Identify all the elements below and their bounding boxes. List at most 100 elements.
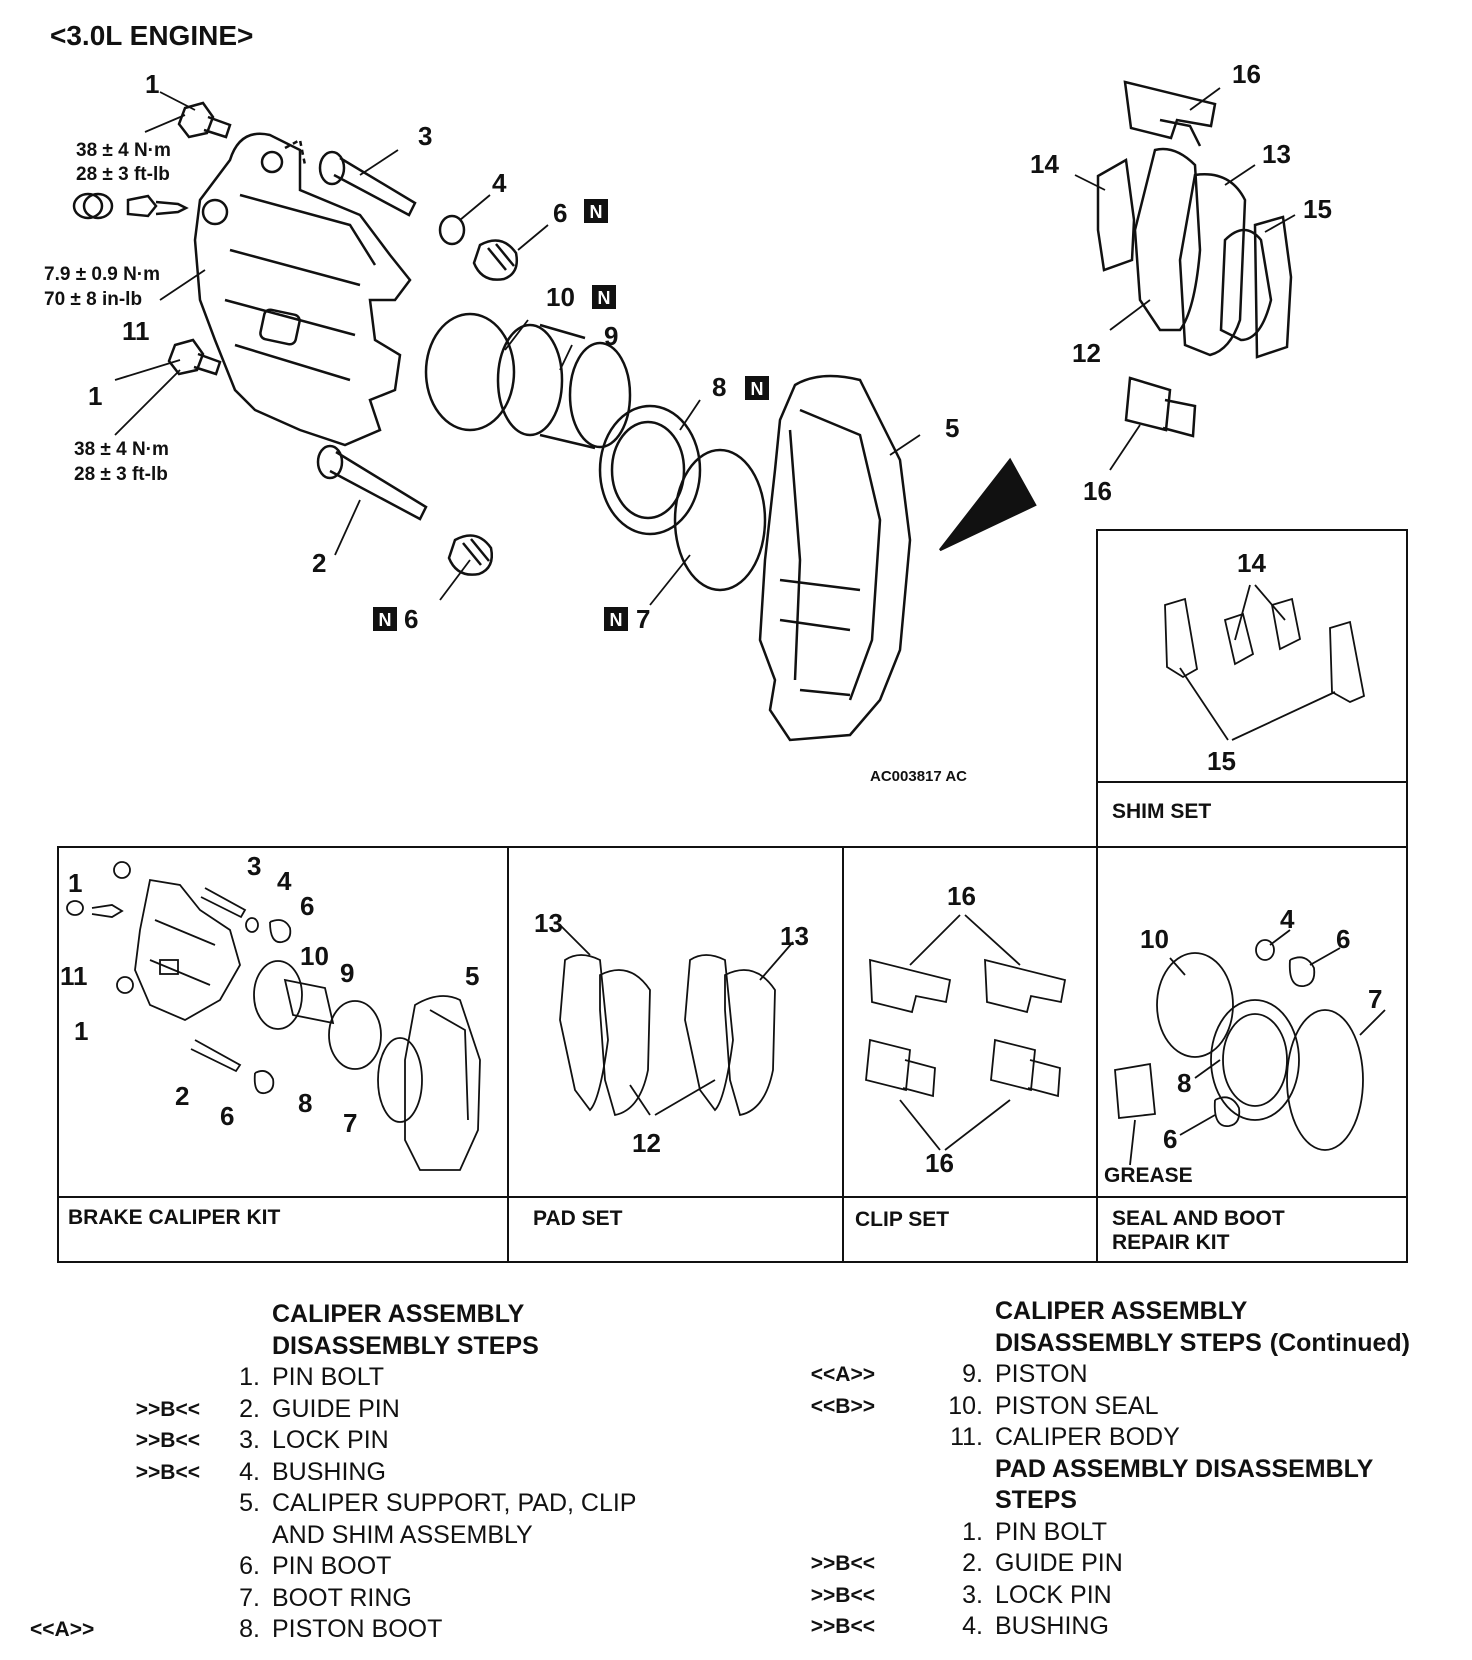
right-steps-list: CALIPER ASSEMBLY DISASSEMBLY STEPS (Cont…: [795, 1296, 1410, 1643]
callout-6-upper: 6: [553, 198, 567, 228]
step-number: 1.: [239, 1363, 260, 1391]
callout-7: 7: [636, 604, 650, 634]
bck-callout-8: 8: [298, 1088, 312, 1118]
torque-bleeder-inlb: 70 ± 8 in-lb: [44, 289, 142, 310]
pad-drawing: [1133, 147, 1273, 357]
step-item: >>B<< 3. LOCK PIN: [795, 1580, 1410, 1612]
step-item: 1. PIN BOLT: [0, 1362, 636, 1394]
step-marker: >>B<<: [810, 1583, 875, 1607]
step-text: PISTON: [995, 1360, 1088, 1388]
step-item: AND SHIM ASSEMBLY: [0, 1520, 636, 1552]
new-marker-6-lower: N: [379, 610, 392, 630]
step-text: CALIPER BODY: [995, 1423, 1180, 1451]
step-marker: [0, 1583, 200, 1615]
callout-8: 8: [712, 372, 726, 402]
step-item: 1.PIN BOLT: [795, 1517, 1410, 1549]
step-item: 6.PIN BOOT: [0, 1551, 636, 1583]
step-number: 10.: [948, 1391, 983, 1420]
step-number: 7.: [239, 1583, 260, 1612]
step-text: PIN BOLT: [995, 1517, 1108, 1546]
bck-callout-1-upper: 1: [68, 868, 82, 898]
pin-bolt-drawing: [167, 101, 232, 376]
callout-11: 11: [122, 316, 150, 346]
seal-callout-4: 4: [1280, 904, 1295, 934]
step-marker: <<A>>: [30, 1618, 95, 1641]
step-item: <<B>> 10. PISTON SEAL: [795, 1391, 1410, 1423]
step-number: 3.: [962, 1580, 983, 1609]
callout-16-lower: 16: [1083, 476, 1112, 506]
bck-callout-4: 4: [277, 866, 292, 896]
right-steps-heading2-suffix: (Continued): [1269, 1328, 1410, 1357]
callout-6-lower: 6: [404, 604, 418, 634]
torque-bleeder-nm: 7.9 ± 0.9 N·m: [44, 264, 160, 285]
step-marker: [0, 1551, 200, 1583]
step-text: BUSHING: [995, 1612, 1109, 1640]
new-marker-10: N: [598, 288, 611, 308]
step-text: PISTON SEAL: [995, 1391, 1159, 1420]
clip-drawing: [1123, 80, 1217, 438]
step-item: >>B<<2.GUIDE PIN: [0, 1394, 636, 1426]
step-number: 3.: [239, 1426, 260, 1454]
bck-callout-9: 9: [340, 958, 354, 988]
piston-drawing: [496, 323, 632, 450]
step-text: LOCK PIN: [995, 1580, 1112, 1609]
kit-boxes: [57, 529, 1408, 1263]
callout-4: 4: [492, 168, 507, 198]
clip-callout-16-lower: 16: [925, 1148, 954, 1178]
right-steps-heading1: CALIPER ASSEMBLY: [995, 1297, 1248, 1325]
seal-callout-6-upper: 6: [1336, 924, 1350, 954]
step-marker: [0, 1520, 200, 1552]
brake-caliper-kit-label: BRAKE CALIPER KIT: [68, 1206, 281, 1229]
bck-callout-6-upper: 6: [300, 891, 314, 921]
boot-ring-drawing: [673, 448, 767, 592]
callout-9: 9: [604, 321, 618, 351]
piston-boot-drawing: [598, 404, 702, 536]
step-item: >>B<< 3. LOCK PIN: [0, 1425, 636, 1457]
step-text: CALIPER SUPPORT, PAD, CLIP: [272, 1489, 637, 1517]
step-item: 11.CALIPER BODY: [795, 1422, 1410, 1454]
step-marker: [0, 1362, 200, 1394]
step-marker: >>B<<: [135, 1460, 200, 1484]
right-steps-heading3: PAD ASSEMBLY DISASSEMBLY: [995, 1454, 1374, 1483]
left-steps-heading1: CALIPER ASSEMBLY: [272, 1300, 525, 1328]
clip-set-label: CLIP SET: [855, 1208, 949, 1231]
shim-drawing: [1096, 157, 1293, 359]
callout-2: 2: [312, 548, 326, 578]
callout-10: 10: [546, 282, 575, 312]
step-marker: >>B<<: [135, 1397, 200, 1421]
bck-callout-11: 11: [60, 961, 88, 991]
seal-callout-6-lower: 6: [1163, 1124, 1177, 1154]
step-text: PIN BOLT: [272, 1363, 385, 1391]
view-pointer-arrow: [939, 457, 1037, 552]
callout-1-upper: 1: [145, 69, 159, 99]
step-text: LOCK PIN: [272, 1426, 389, 1454]
step-marker: [795, 1422, 875, 1454]
step-marker: <<B>>: [810, 1394, 875, 1418]
seal-callout-7: 7: [1368, 984, 1382, 1014]
torque-lower-ftlb: 28 ± 3 ft-lb: [74, 464, 168, 485]
callout-5: 5: [945, 413, 959, 443]
bushing-drawing: [438, 214, 466, 246]
seal-callout-10: 10: [1140, 924, 1169, 954]
callout-14: 14: [1030, 149, 1059, 179]
callout-1-lower: 1: [88, 381, 102, 411]
callout-12: 12: [1072, 338, 1101, 368]
shim-set-drawing: [1164, 584, 1366, 741]
pad-set-label: PAD SET: [533, 1207, 623, 1230]
left-steps-heading2: DISASSEMBLY STEPS: [272, 1331, 539, 1360]
step-number: 6.: [239, 1552, 260, 1580]
page-title: <3.0L ENGINE>: [50, 20, 254, 51]
step-item: <<A>>8.PISTON BOOT: [0, 1614, 636, 1646]
step-marker: [795, 1517, 875, 1549]
bck-callout-6-lower: 6: [220, 1101, 234, 1131]
bck-callout-7: 7: [343, 1108, 357, 1138]
clip-set-drawing: [865, 914, 1067, 1151]
step-marker: >>B<<: [810, 1615, 875, 1638]
right-steps-heading2: DISASSEMBLY STEPS: [995, 1328, 1262, 1357]
pad-callout-12: 12: [632, 1128, 661, 1158]
figure-code: AC003817 AC: [870, 768, 967, 785]
step-number: [200, 1520, 272, 1552]
step-item: <<A>>9.PISTON: [795, 1359, 1410, 1391]
step-marker: >>B<<: [135, 1429, 200, 1452]
